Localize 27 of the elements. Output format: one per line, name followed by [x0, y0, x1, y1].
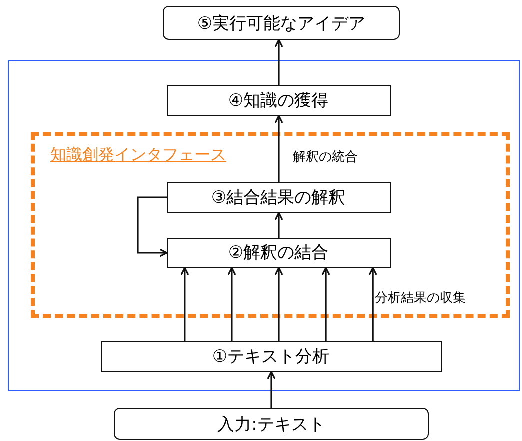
- arrow: [274, 39, 284, 85]
- box-label: ①テキスト分析: [212, 346, 330, 368]
- rounded-box: [114, 408, 429, 440]
- box-label: 入力:テキスト: [218, 414, 326, 436]
- arrow: [267, 371, 276, 408]
- process-box: [166, 238, 390, 268]
- annotation-text: 分析結果の収集: [375, 290, 466, 307]
- box-label: ⑤実行可能なアイデア: [197, 12, 366, 34]
- arrow: [228, 267, 236, 341]
- rounded-box: [163, 6, 400, 40]
- process-box: [166, 182, 390, 212]
- arrow: [137, 196, 168, 258]
- arrow: [274, 267, 284, 341]
- arrow: [368, 267, 378, 341]
- group-frame: [8, 60, 520, 391]
- box-label: ②解釈の結合: [228, 242, 329, 264]
- process-box: [100, 340, 442, 372]
- box-label: ③結合結果の解釈: [211, 186, 346, 208]
- arrow: [274, 212, 284, 238]
- arrow: [180, 267, 190, 341]
- group-title: 知識創発インタフェース: [50, 144, 226, 166]
- process-box: [166, 84, 390, 116]
- dashed-group-frame: [30, 132, 510, 318]
- box-label: ④知識の獲得: [228, 90, 329, 112]
- arrow: [322, 267, 330, 341]
- arrow: [274, 115, 284, 182]
- annotation-text: 解釈の統合: [293, 149, 358, 166]
